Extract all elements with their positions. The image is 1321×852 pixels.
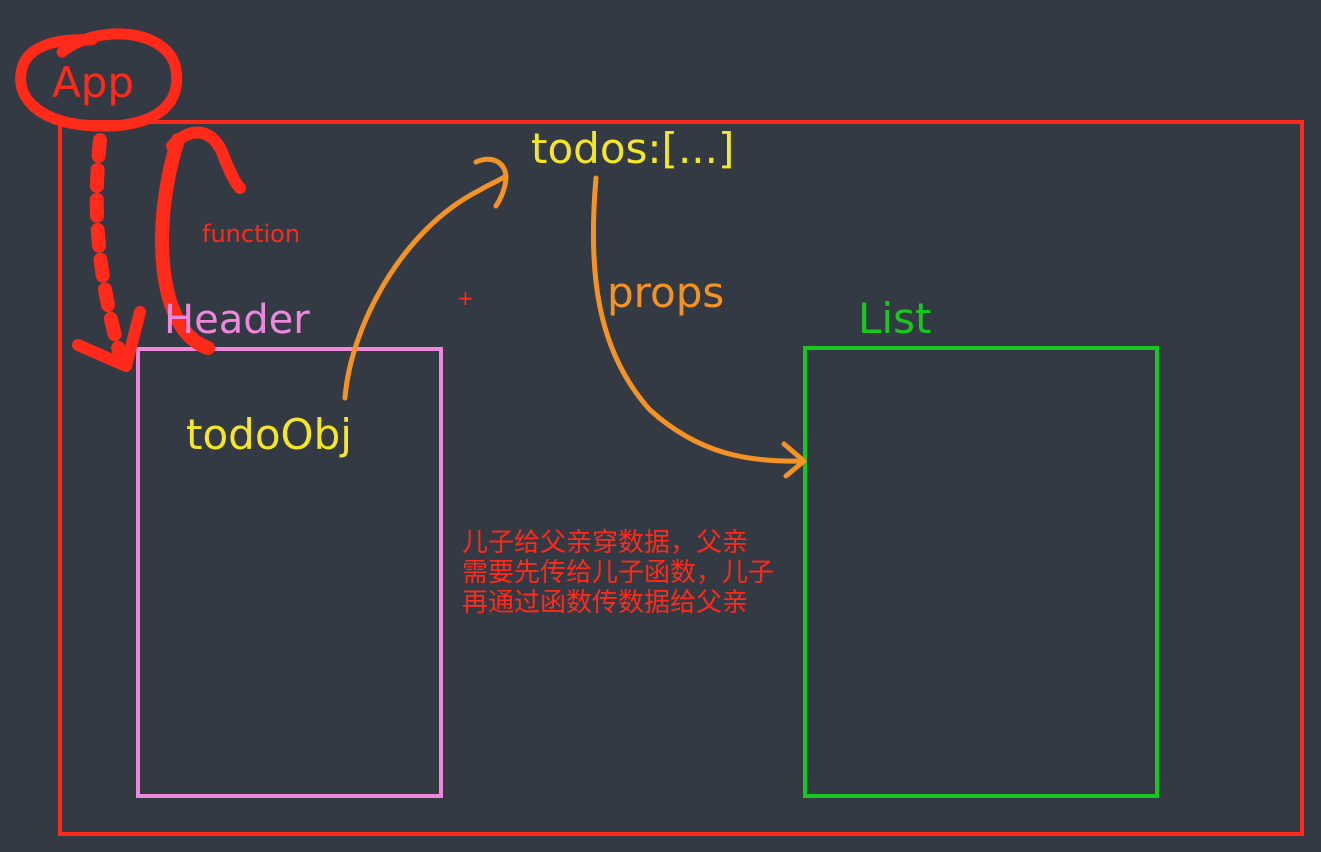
todoobj-to-todos-arrowhead: [473, 156, 509, 209]
function-callback-up-arrow: [155, 133, 215, 355]
function-callback-up-arrowhead: [166, 126, 246, 194]
explanation-note: 儿子给父亲穿数据，父亲 需要先传给儿子函数，儿子 再通过函数传数据给父亲: [462, 528, 775, 618]
header-component-box: [136, 347, 443, 798]
todos-state-label: todos:[...]: [531, 124, 735, 173]
center-plus-mark: +: [457, 286, 474, 310]
app-label: App: [52, 58, 135, 107]
function-pass-down-arrow: [89, 133, 127, 362]
todoobj-to-todos-arrow: [342, 173, 509, 401]
list-component-box: [803, 346, 1159, 798]
todoobj-label: todoObj: [186, 410, 352, 459]
props-arrowhead: [781, 441, 807, 479]
app-circle-stroke: [15, 28, 183, 132]
function-label: function: [202, 220, 301, 248]
function-pass-down-arrowhead: [72, 306, 146, 372]
props-arrow: [590, 175, 803, 464]
app-component-box: [58, 120, 1304, 836]
header-label: Header: [164, 297, 310, 343]
list-label: List: [858, 294, 932, 343]
props-label: props: [607, 268, 725, 317]
